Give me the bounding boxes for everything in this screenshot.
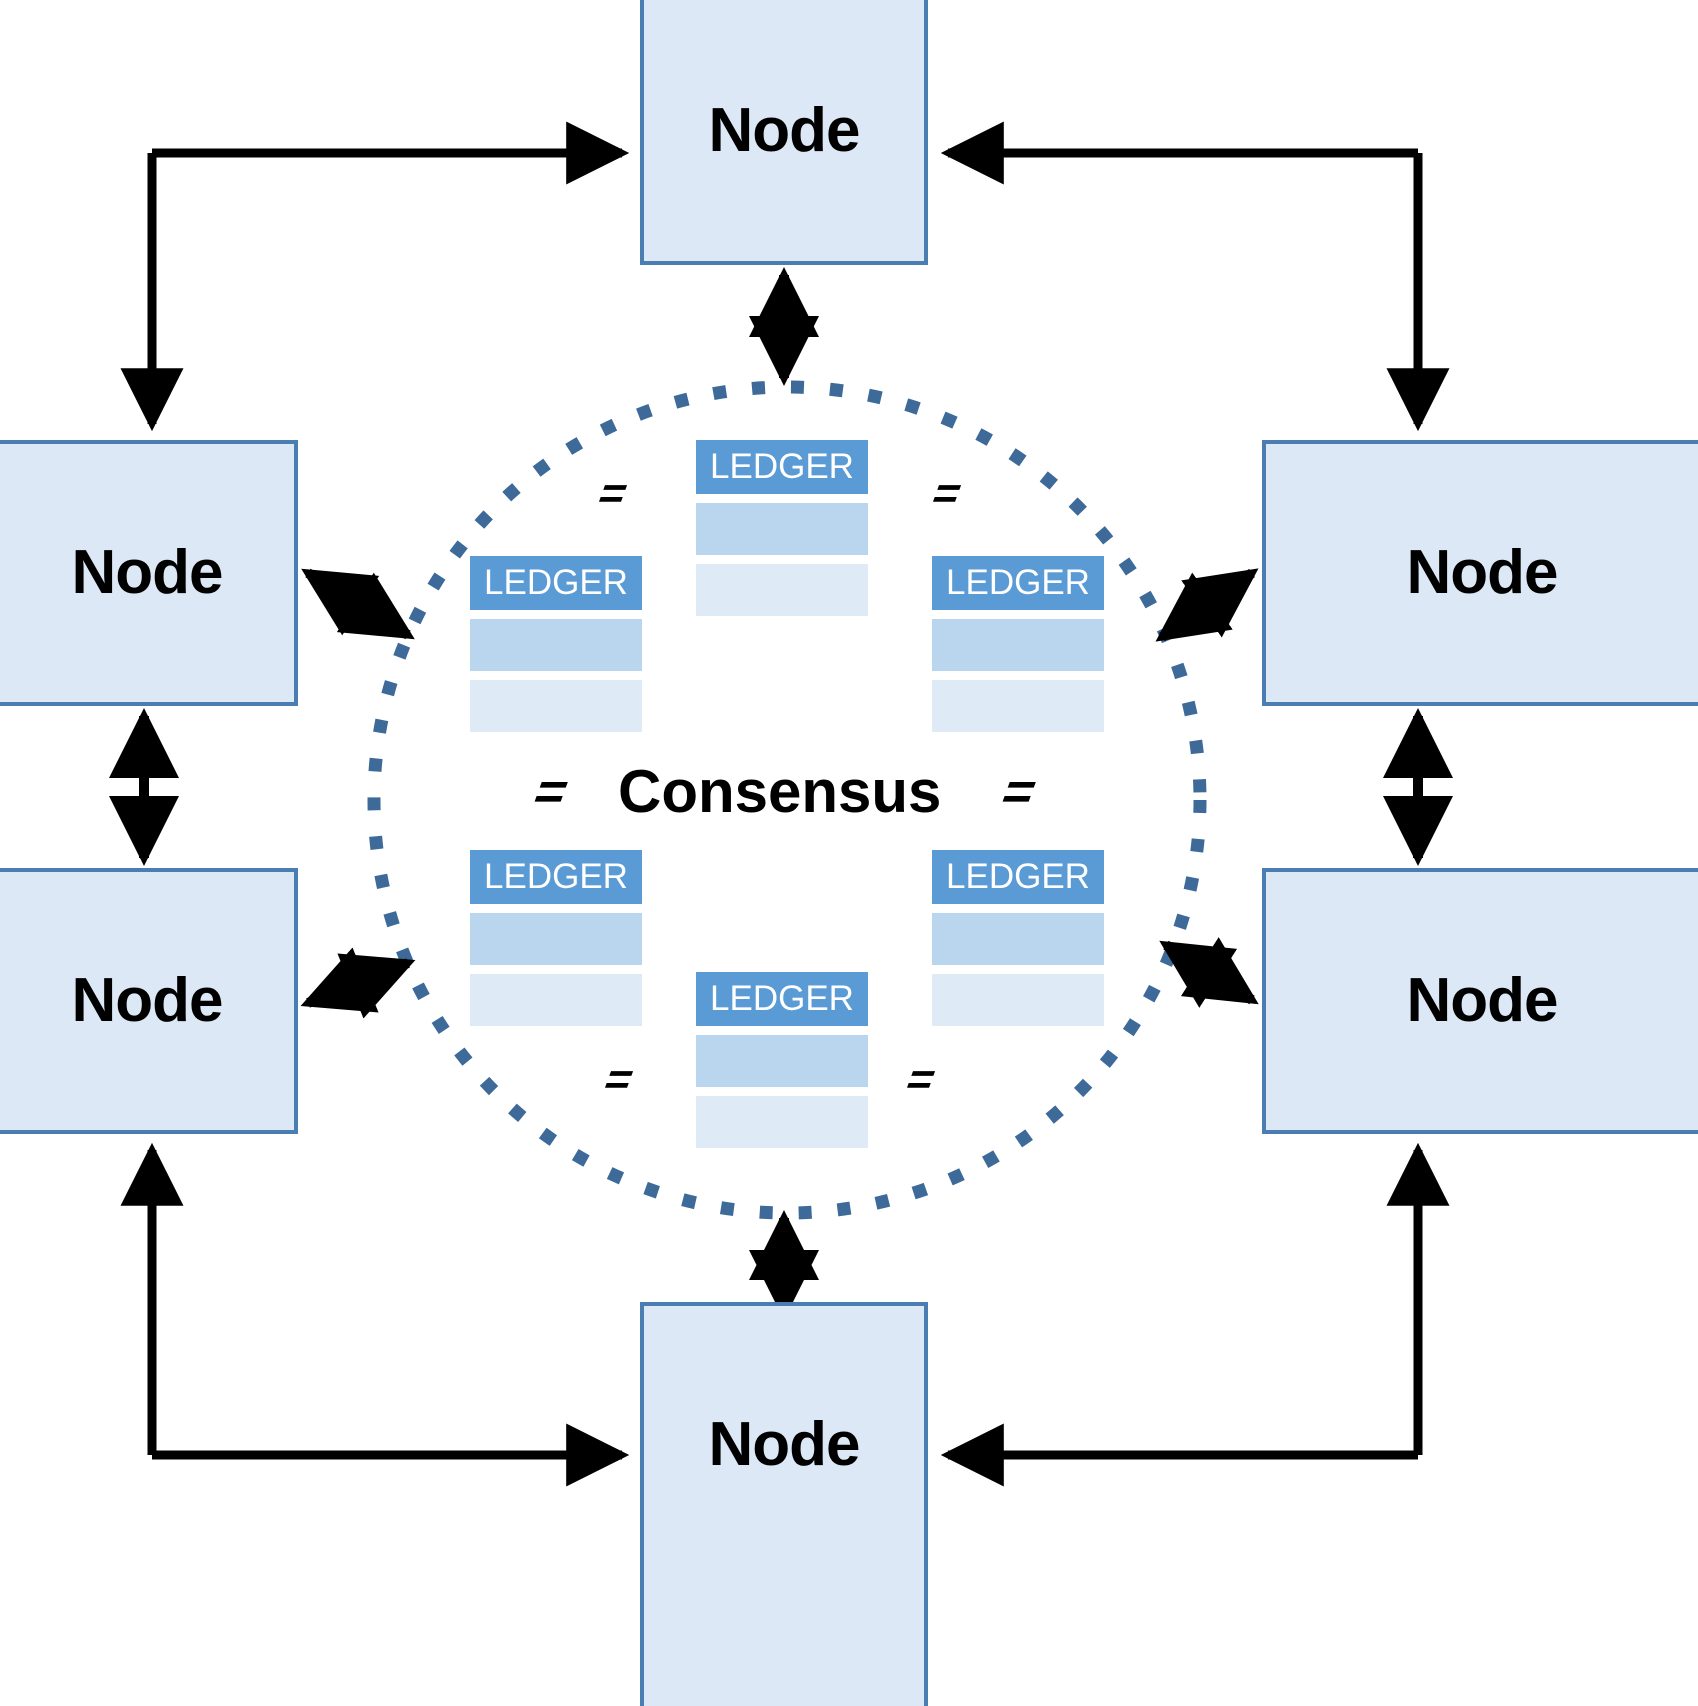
node-right-lower-label: Node (1406, 966, 1559, 1035)
ledger-lower-left-row-2 (470, 974, 642, 1026)
ledger-bottom-row-2 (696, 1096, 868, 1148)
ledger-lower-left-header: LEDGER (470, 850, 642, 904)
ledger-lower-right[interactable]: LEDGER (932, 850, 1104, 1026)
node-top[interactable]: Node (640, 0, 928, 265)
consensus-circle (367, 380, 1207, 1220)
node-bottom[interactable]: Node (640, 1302, 928, 1706)
ledger-upper-right-header: LEDGER (932, 556, 1104, 610)
ledger-lower-right-row-1 (932, 913, 1104, 965)
ledger-lower-left[interactable]: LEDGER (470, 850, 642, 1026)
node-right-upper-label: Node (1406, 538, 1559, 607)
link-center-left-lower (300, 947, 416, 1019)
link-center-right-lower (1159, 937, 1259, 1008)
ledger-lower-left-row-1 (470, 913, 642, 965)
ledger-top[interactable]: LEDGER (696, 440, 868, 616)
node-left-upper[interactable]: Node (0, 440, 298, 706)
ledger-lower-right-row-2 (932, 974, 1104, 1026)
node-top-label: Node (708, 95, 861, 165)
node-left-lower[interactable]: Node (0, 868, 298, 1134)
ledger-bottom-row-1 (696, 1035, 868, 1087)
node-right-lower[interactable]: Node (1262, 868, 1698, 1134)
link-center-right-upper (1155, 568, 1259, 642)
ledger-top-header: LEDGER (696, 440, 868, 494)
ledger-bottom[interactable]: LEDGER (696, 972, 868, 1148)
ledger-upper-left[interactable]: LEDGER (470, 556, 642, 732)
ledger-lower-right-header: LEDGER (932, 850, 1104, 904)
link-center-left-upper (301, 568, 415, 640)
ledger-upper-right[interactable]: LEDGER (932, 556, 1104, 732)
ledger-upper-left-row-2 (470, 680, 642, 732)
node-left-upper-label: Node (71, 538, 224, 607)
node-right-upper[interactable]: Node (1262, 440, 1698, 706)
node-bottom-label: Node (708, 1410, 861, 1479)
ledger-bottom-header: LEDGER (696, 972, 868, 1026)
ledger-upper-left-row-1 (470, 619, 642, 671)
ledger-upper-left-header: LEDGER (470, 556, 642, 610)
ledger-top-row-2 (696, 564, 868, 616)
ledger-top-row-1 (696, 503, 868, 555)
consensus-label: Consensus (618, 758, 942, 825)
node-left-lower-label: Node (71, 966, 224, 1035)
ledger-upper-right-row-2 (932, 680, 1104, 732)
ledger-upper-right-row-1 (932, 619, 1104, 671)
